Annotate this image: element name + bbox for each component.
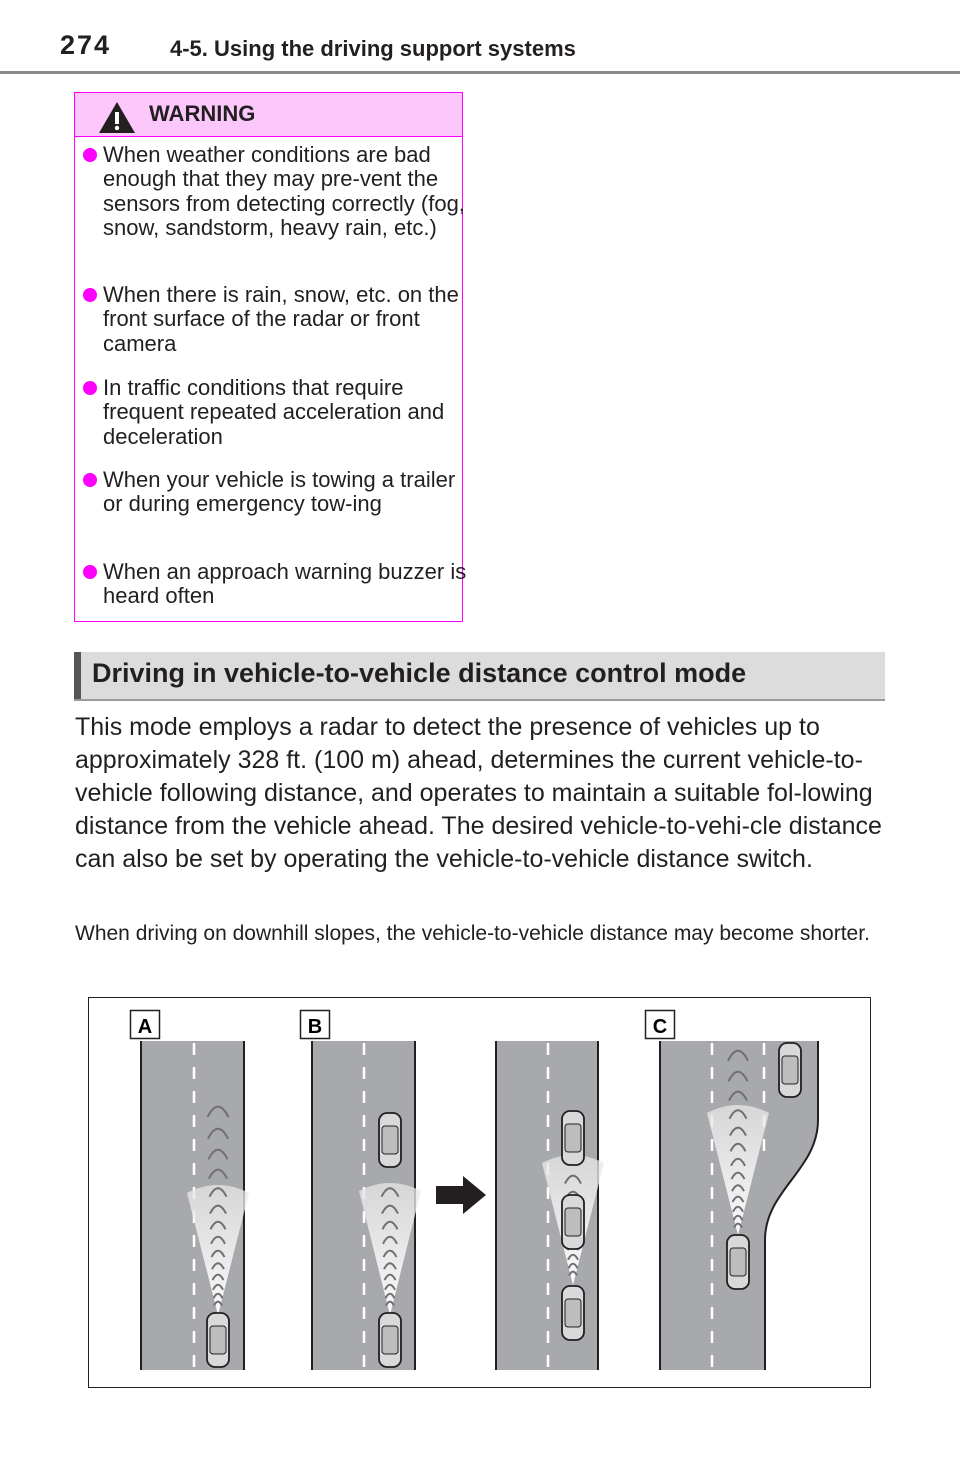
svg-text:A: A xyxy=(138,1016,152,1038)
bullet-icon xyxy=(83,288,97,302)
car-roof xyxy=(381,1125,399,1155)
radar-wave-icon xyxy=(727,1070,749,1082)
radar-wave-icon xyxy=(211,1273,225,1281)
radar-wave-icon xyxy=(567,1262,579,1269)
radar-wave-icon xyxy=(730,1171,746,1180)
bullet-icon xyxy=(83,565,97,579)
radar-wave-icon xyxy=(210,1249,226,1258)
car-roof xyxy=(729,1247,747,1277)
warning-item: When weather conditions are bad enough t… xyxy=(83,142,473,240)
warning-item: When there is rain, snow, etc. on the fr… xyxy=(83,282,473,356)
car-roof xyxy=(564,1207,582,1237)
distance-control-figure: A B C xyxy=(88,997,871,1388)
car-roof xyxy=(781,1055,799,1085)
warning-item: When your vehicle is towing a trailer or… xyxy=(83,467,473,517)
radar-wave-icon xyxy=(207,1148,229,1160)
radar-wave-icon xyxy=(384,1292,396,1299)
radar-wave-icon xyxy=(209,1220,227,1230)
radar-wave-icon xyxy=(213,1300,223,1307)
svg-text:B: B xyxy=(308,1016,322,1038)
header-rule xyxy=(0,71,960,74)
radar-wave-icon xyxy=(385,1300,395,1307)
car-roof xyxy=(564,1123,582,1153)
warning-item-text: In traffic conditions that require frequ… xyxy=(103,375,445,449)
warning-box: WARNING When weather conditions are bad … xyxy=(74,92,466,622)
label-a: A xyxy=(129,1009,161,1040)
label-b: B xyxy=(299,1009,331,1040)
warning-item-text: When weather conditions are bad enough t… xyxy=(103,142,465,240)
radar-wave-icon xyxy=(727,1049,749,1062)
radar-wave-icon xyxy=(732,1214,744,1221)
warning-header: WARNING xyxy=(75,93,462,137)
warning-triangle-icon xyxy=(99,102,135,133)
radar-wave-icon xyxy=(728,1090,748,1102)
warning-item-text: When there is rain, snow, etc. on the fr… xyxy=(103,282,459,356)
warning-title: WARNING xyxy=(149,101,256,126)
warning-item-text: When an approach warning buzzer is heard… xyxy=(103,559,467,609)
note-paragraph: When driving on downhill slopes, the veh… xyxy=(75,922,870,945)
svg-text:C: C xyxy=(653,1016,667,1038)
car-roof xyxy=(209,1325,227,1355)
radar-wave-icon xyxy=(382,1235,398,1245)
body-paragraph: This mode employs a radar to detect the … xyxy=(75,713,882,873)
radar-wave-icon xyxy=(728,1109,748,1120)
radar-wave-icon xyxy=(568,1270,578,1277)
warning-item: When an approach warning buzzer is heard… xyxy=(83,559,473,609)
radar-wave-icon xyxy=(208,1168,228,1180)
radar-wave-icon xyxy=(730,1157,746,1167)
page-number: 274 xyxy=(60,30,112,60)
radar-wave-icon xyxy=(383,1262,397,1270)
radar-wave-icon xyxy=(212,1292,224,1299)
radar-wave-icon xyxy=(381,1220,399,1230)
bullet-icon xyxy=(83,473,97,487)
radar-wave-icon xyxy=(731,1195,745,1203)
radar-wave-icon xyxy=(380,1187,400,1198)
radar-cone xyxy=(707,1105,769,1235)
radar-wave-icon xyxy=(207,1127,229,1140)
bullet-icon xyxy=(83,148,97,162)
radar-wave-icon xyxy=(208,1187,228,1198)
radar-wave-icon xyxy=(210,1235,226,1245)
radar-wave-icon xyxy=(733,1222,743,1229)
radar-wave-icon xyxy=(211,1262,225,1270)
car-roof xyxy=(564,1298,582,1328)
warning-item-text: When your vehicle is towing a trailer or… xyxy=(103,467,456,517)
section-heading: Driving in vehicle-to-vehicle distance c… xyxy=(74,652,885,701)
radar-wave-icon xyxy=(212,1283,224,1291)
chapter-title: 4-5. Using the driving support systems xyxy=(170,36,576,61)
radar-wave-icon xyxy=(206,1105,230,1118)
heading-bar xyxy=(74,652,81,699)
radar-wave-icon xyxy=(567,1253,579,1261)
road-edge xyxy=(764,1041,819,1370)
bullet-icon xyxy=(83,381,97,395)
label-c: C xyxy=(644,1009,676,1040)
radar-wave-icon xyxy=(383,1273,397,1281)
radar-wave-icon xyxy=(564,1174,582,1185)
transition-arrow-icon xyxy=(436,1176,486,1214)
radar-wave-icon xyxy=(731,1184,745,1192)
radar-cone xyxy=(359,1183,421,1315)
radar-wave-icon xyxy=(381,1204,399,1215)
radar-wave-icon xyxy=(209,1204,227,1215)
car-roof xyxy=(381,1325,399,1355)
radar-wave-icon xyxy=(384,1283,396,1291)
section-title: Driving in vehicle-to-vehicle distance c… xyxy=(92,658,747,688)
radar-wave-icon xyxy=(732,1205,744,1213)
warning-item: In traffic conditions that require frequ… xyxy=(83,375,473,449)
radar-wave-icon xyxy=(729,1126,747,1137)
radar-wave-icon xyxy=(729,1142,747,1152)
radar-wave-icon xyxy=(382,1249,398,1258)
